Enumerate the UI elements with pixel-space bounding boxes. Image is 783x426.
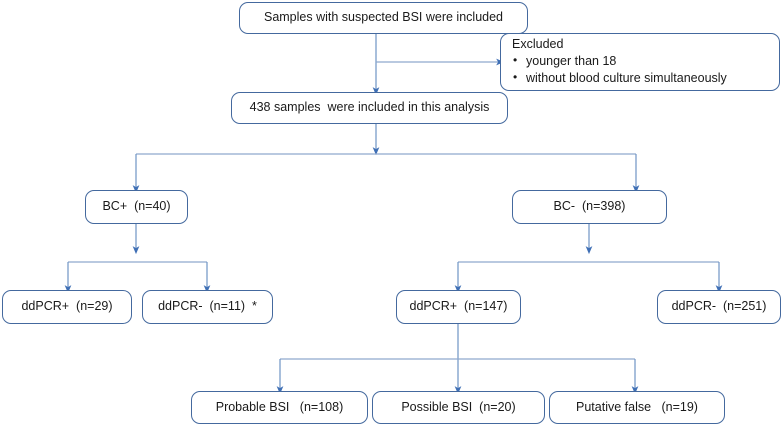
excluded-criterion-age: younger than 18: [511, 52, 771, 70]
node-suspected-samples[interactable]: Samples with suspected BSI were included: [239, 2, 528, 34]
node-excluded[interactable]: Excluded younger than 18 without blood c…: [500, 33, 780, 91]
node-bc-positive[interactable]: BC+ (n=40): [85, 190, 188, 224]
excluded-criteria-list: younger than 18 without blood culture si…: [511, 52, 771, 87]
node-bc-negative[interactable]: BC- (n=398): [512, 190, 667, 224]
node-putative-false[interactable]: Putative false (n=19): [549, 391, 725, 424]
excluded-title: Excluded: [512, 36, 564, 51]
node-included-analysis[interactable]: 438 samples were included in this analys…: [231, 92, 508, 124]
node-possible-bsi[interactable]: Possible BSI (n=20): [372, 391, 545, 424]
node-probable-bsi[interactable]: Probable BSI (n=108): [191, 391, 368, 424]
node-ddpcr-positive-bc-positive[interactable]: ddPCR+ (n=29): [2, 290, 132, 324]
node-ddpcr-negative-bc-positive[interactable]: ddPCR- (n=11) *: [142, 290, 273, 324]
node-ddpcr-positive-bc-negative[interactable]: ddPCR+ (n=147): [396, 290, 521, 324]
excluded-criterion-blood-culture: without blood culture simultaneously: [511, 69, 771, 87]
node-ddpcr-negative-bc-negative[interactable]: ddPCR- (n=251): [657, 290, 781, 324]
excluded-content: Excluded younger than 18 without blood c…: [511, 37, 771, 87]
